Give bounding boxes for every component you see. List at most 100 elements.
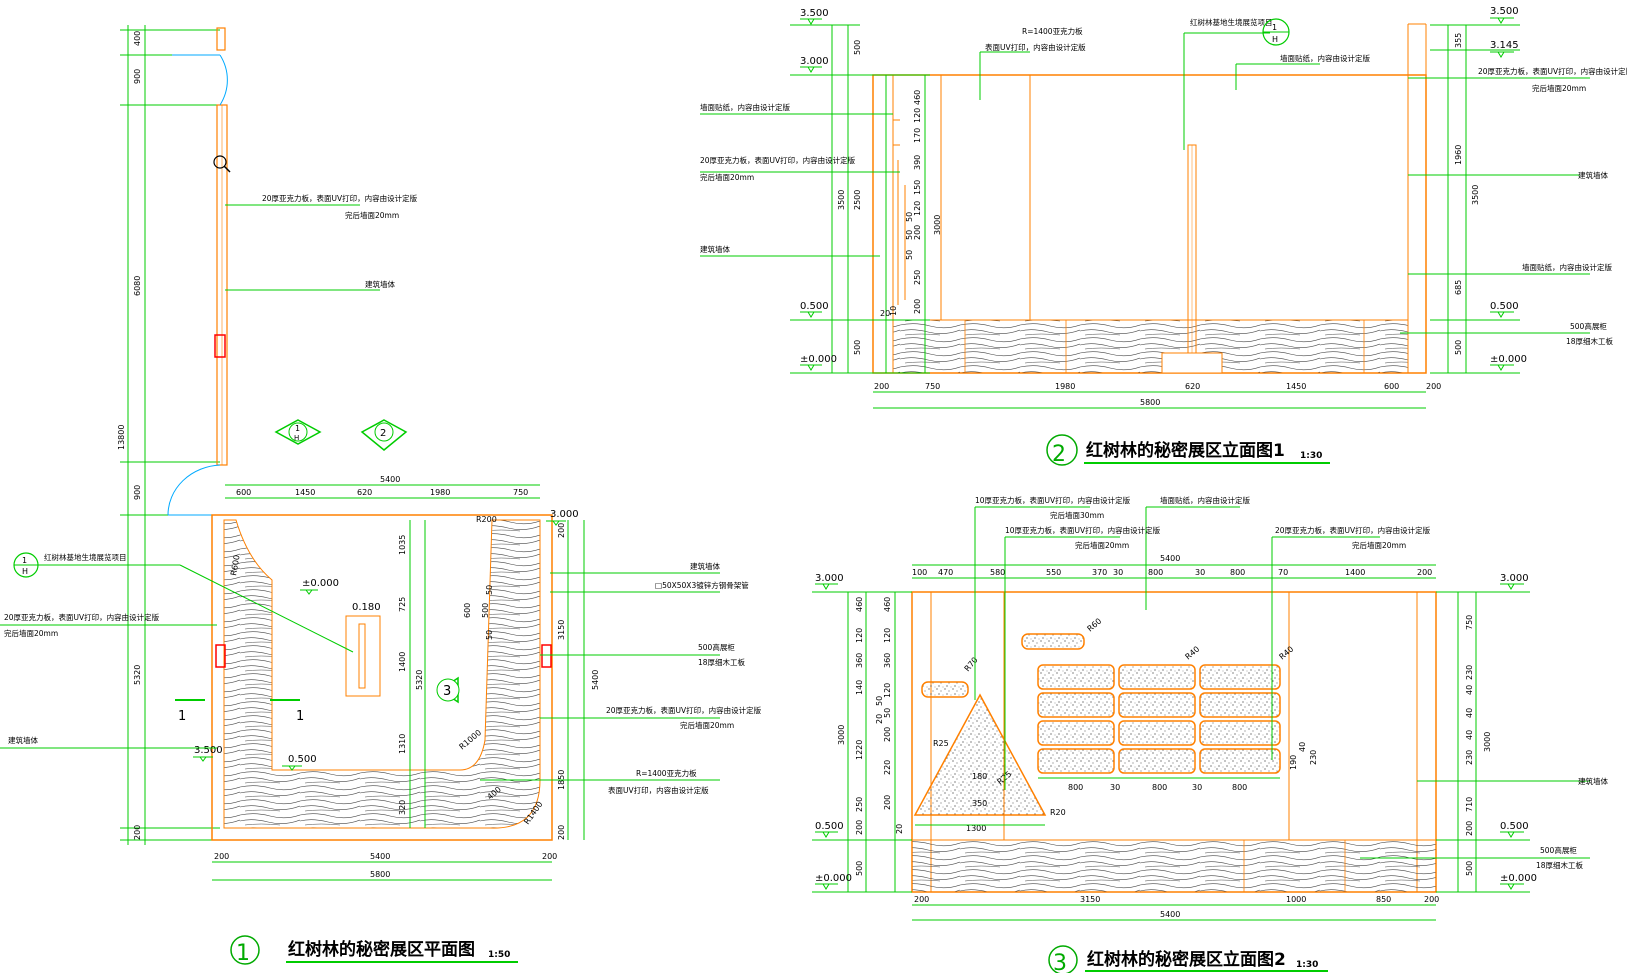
elev2-left-level-0: 3.000: [815, 573, 844, 584]
elev1-right-level-0: 3.500: [1490, 6, 1519, 17]
plan-top-2: 620: [357, 488, 372, 497]
elev1-inner-11: 200: [913, 299, 922, 314]
elev2-bottom-2: 1000: [1286, 895, 1306, 904]
elev2-top-5: 30: [1113, 568, 1123, 577]
elev2-left-level-1: 0.500: [815, 821, 844, 832]
elev2-bottom-4: 200: [1424, 895, 1439, 904]
elev2-left-inner-1: 120: [883, 628, 892, 643]
elev2-right-dim-5: 230: [1465, 750, 1474, 765]
elev2-note-n2: 10厚亚克力板，表面UV打印，内容由设计定版: [1005, 525, 1161, 535]
elev2-right-level-0: 3.000: [1500, 573, 1529, 584]
elev1-bottom-2: 1980: [1055, 382, 1075, 391]
plan-note-wall-right: 建筑墙体: [690, 561, 720, 571]
elev2-top-6: 800: [1148, 568, 1163, 577]
plan-right-1: 3150: [557, 620, 566, 640]
elev2-top-1: 470: [938, 568, 953, 577]
elev2-bottom-1: 3150: [1080, 895, 1100, 904]
elev1-left-total: 3500: [837, 190, 846, 210]
plan-note-bench2: 18厚细木工板: [698, 657, 746, 667]
elev2-left-dim-6: 200: [855, 820, 864, 835]
elev2-left-inner-10: 20: [895, 824, 904, 834]
svg-text:H: H: [22, 567, 28, 576]
elev2-note-wall: 建筑墙体: [1578, 776, 1608, 786]
elev2-bottom-0: 200: [914, 895, 929, 904]
elev1-inner-0: 460: [913, 90, 922, 105]
elev1-title-block: 2 红树林的秘密展区立面图1 1:30: [1046, 434, 1330, 467]
elev1-note-top1: R=1400亚克力板: [1022, 26, 1083, 36]
elev1-note-left4: 建筑墙体: [700, 244, 730, 254]
plan-dim-total: 13800: [117, 425, 126, 450]
plan-title: 红树林的秘密展区平面图: [288, 939, 475, 960]
elev2-small-1: 40: [1298, 742, 1307, 752]
elev2-panel-grid: [1037, 664, 1281, 774]
plan-view: 400 900 6080 900 5320 200 13800 540: [0, 25, 762, 966]
magnifier-icon[interactable]: [213, 155, 231, 173]
plan-dim-left-0: 400: [133, 31, 142, 46]
elev2-under-0: 800: [1068, 783, 1083, 792]
elev2-radius-3: R40: [1278, 645, 1296, 662]
elev2-left-inner-2: 360: [883, 653, 892, 668]
elev2-title-block: 3 红树林的秘密展区立面图2 1:30: [1048, 945, 1328, 973]
plan-note-panel-left2: 完后墙面20mm: [4, 628, 58, 638]
plan-note-panel-top: 20厚亚克力板，表面UV打印，内容由设计定版: [262, 193, 418, 203]
elev2-top-total: 5400: [1160, 554, 1180, 563]
elev1-bottom-total: 5800: [1140, 398, 1160, 407]
elev2-under-3: 30: [1192, 783, 1202, 792]
elev2-tri-0: 180: [972, 772, 987, 781]
elev1-left-dim-2: 500: [853, 340, 862, 355]
elev1-inner-4: 150: [913, 180, 922, 195]
elev1-left-level-3: ±0.000: [800, 354, 837, 365]
elev2-tri-1: 350: [972, 799, 987, 808]
elev1-note-top3: 红树林基地生境展览项目: [1190, 17, 1273, 27]
plan-top-4: 750: [513, 488, 528, 497]
elev2-bench-hatch: [911, 839, 1437, 893]
plan-inner-3: 1310: [398, 734, 407, 754]
elev2-right-dim-6: 710: [1465, 797, 1474, 812]
elev2-left-dim-0: 460: [855, 597, 864, 612]
elev1-left-level-0: 3.500: [800, 8, 829, 19]
plan-radius-0: R200: [476, 515, 497, 524]
elev1-right-dim-1: 1960: [1454, 145, 1463, 165]
elev2-top-2: 580: [990, 568, 1005, 577]
elev1-title-number: 2: [1052, 442, 1066, 467]
elev2-left-dim-7: 500: [855, 861, 864, 876]
elev1-bench-hatch: [892, 319, 1409, 374]
plan-level-2: 3.500: [194, 745, 223, 756]
elev2-bottom-total: 5400: [1160, 910, 1180, 919]
plan-center-display: [345, 615, 381, 697]
plan-inner-0: 1035: [398, 535, 407, 555]
elev2-top-7: 30: [1195, 568, 1205, 577]
elev2-right-dim-1: 230: [1465, 665, 1474, 680]
elev1-bottom-1: 750: [925, 382, 940, 391]
plan-note-panel-left: 20厚亚克力板，表面UV打印，内容由设计定版: [4, 612, 160, 622]
elev2-left-inner-7: 200: [883, 727, 892, 742]
elev1-note-right5: 500高展柜: [1570, 321, 1607, 331]
plan-right-0: 200: [557, 523, 566, 538]
svg-text:1: 1: [22, 556, 27, 565]
plan-view-marker-3: 3: [436, 676, 460, 704]
plan-bottom-0: 200: [214, 852, 229, 861]
plan-view-marker-1: 1 H: [274, 419, 322, 445]
svg-text:1: 1: [295, 424, 300, 433]
plan-note-marker: 红树林基地生境展览项目: [44, 552, 127, 562]
plan-right-total: 5400: [591, 670, 600, 690]
svg-text:H: H: [294, 434, 299, 442]
plan-radius-1: R600: [229, 554, 241, 576]
elev2-right-dim-8: 500: [1465, 861, 1474, 876]
elev2-left-inner-9: 200: [883, 795, 892, 810]
elev2-scale: 1:30: [1296, 960, 1318, 970]
plan-bottom-2: 200: [542, 852, 557, 861]
plan-small-2: 50: [485, 630, 494, 640]
elev2-left-total: 3000: [837, 725, 846, 745]
elevation-1-view: 3.500 3.000 0.500 ±0.000 500 2500 500 35…: [700, 6, 1627, 467]
plan-inner-4: 320: [398, 800, 407, 815]
elev2-radius-6: R20: [1050, 808, 1066, 817]
plan-top-1: 1450: [295, 488, 315, 497]
elev2-under-4: 800: [1232, 783, 1247, 792]
plan-column-right: [541, 644, 552, 668]
elev2-small-panel-top: [1021, 633, 1085, 650]
elev1-detail-marker: 1 H: [1262, 18, 1290, 46]
elev2-top-3: 550: [1046, 568, 1061, 577]
svg-text:2: 2: [380, 428, 386, 439]
elev2-left-inner-3: 120: [883, 683, 892, 698]
